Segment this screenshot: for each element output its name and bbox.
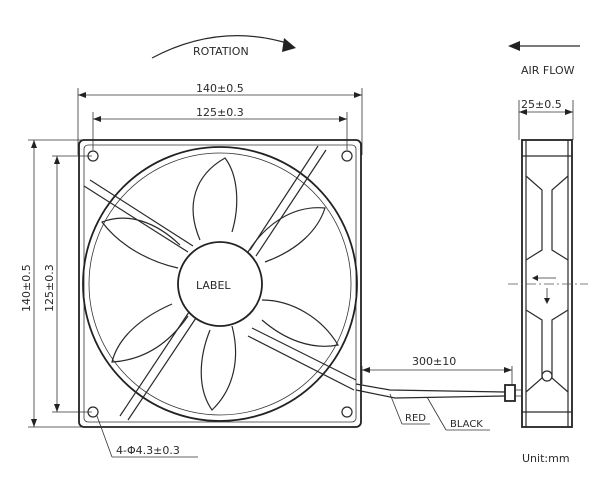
hub-label: LABEL [196,279,231,292]
rotation-label: ROTATION [193,45,249,58]
fan-cable: 300±10 RED BLACK [355,355,516,431]
mounting-hole-top-right [341,150,353,162]
spoke [249,145,319,251]
wire-black-label: BLACK [450,419,483,430]
fan-venturi-inner [88,152,352,416]
spoke [127,317,197,421]
airflow-arrow-head [508,41,520,51]
flow-marker-arrow [532,275,538,281]
side-wall-profile [551,309,569,393]
fan-blade [111,303,189,363]
spoke [83,185,189,253]
height-dimensions: 140±0.5 125±0.3 [20,139,92,428]
wire-red-label: RED [405,413,426,424]
dim-arrow [31,140,37,148]
mounting-holes [87,150,353,418]
spoke [119,311,190,417]
side-wall-profile [551,175,569,261]
fan-venturi-ring [82,146,358,422]
fan-front-view: LABEL [78,139,362,428]
cable-wire-black [355,389,506,399]
mounting-hole-callout: 4-Φ4.3±0.3 [96,415,198,458]
fan-blade [247,207,326,263]
dim-arrow [93,116,101,122]
dim-arrow [519,109,527,115]
fan-blades [101,157,339,411]
fan-blade [261,299,339,347]
side-frame-outline [521,139,573,428]
airflow-label: AIR FLOW [521,64,575,77]
unit-label: Unit:mm [522,452,570,465]
rotation-arc [151,35,291,59]
width-dimensions: 140±0.5 125±0.3 [77,82,363,155]
rotation-indicator: ROTATION [151,35,296,59]
dim-arrow [504,367,512,373]
spoke [89,179,194,247]
leader-line-red [389,393,403,425]
height-outer-label: 140±0.5 [20,264,33,312]
fan-frame-outer [78,139,362,428]
fan-blade [192,157,238,241]
cable-connector [504,384,516,402]
dim-arrow [565,109,573,115]
cable-length-label: 300±10 [412,355,456,368]
fan-hub [177,241,263,327]
width-outer-label: 140±0.5 [196,82,244,95]
fan-side-view: 25±0.5 [508,98,588,428]
mounting-hole-top-left [87,150,99,162]
dim-arrow [354,92,362,98]
height-hole-label: 125±0.3 [43,264,56,312]
mounting-hole-bottom-right [341,406,353,418]
leader-line-holes [96,415,113,458]
rotation-marker-arrow [544,298,550,304]
spoke-cable-channel [251,327,357,381]
dim-arrow [31,419,37,427]
side-wall-profile [525,175,543,261]
airflow-indicator: AIR FLOW [508,41,580,77]
fan-blade [101,217,181,269]
width-hole-label: 125±0.3 [196,106,244,119]
side-cable-exit [541,370,553,382]
cable-wire-red [355,383,506,393]
fan-spokes [83,145,357,421]
spoke-cable-channel [247,335,355,391]
dim-arrow [54,404,60,412]
dim-arrow [54,156,60,164]
mounting-hole-bottom-left [87,406,99,418]
leader-line-black [426,396,447,431]
fan-blade [200,325,237,411]
spoke [255,149,327,257]
side-wall-profile [525,309,543,393]
rotation-arrow-head [282,38,296,52]
dim-arrow [78,92,86,98]
dim-arrow [362,367,370,373]
fan-frame-inner-edge [83,144,357,423]
depth-label: 25±0.5 [521,98,562,111]
dim-arrow [339,116,347,122]
holes-label: 4-Φ4.3±0.3 [116,444,180,457]
